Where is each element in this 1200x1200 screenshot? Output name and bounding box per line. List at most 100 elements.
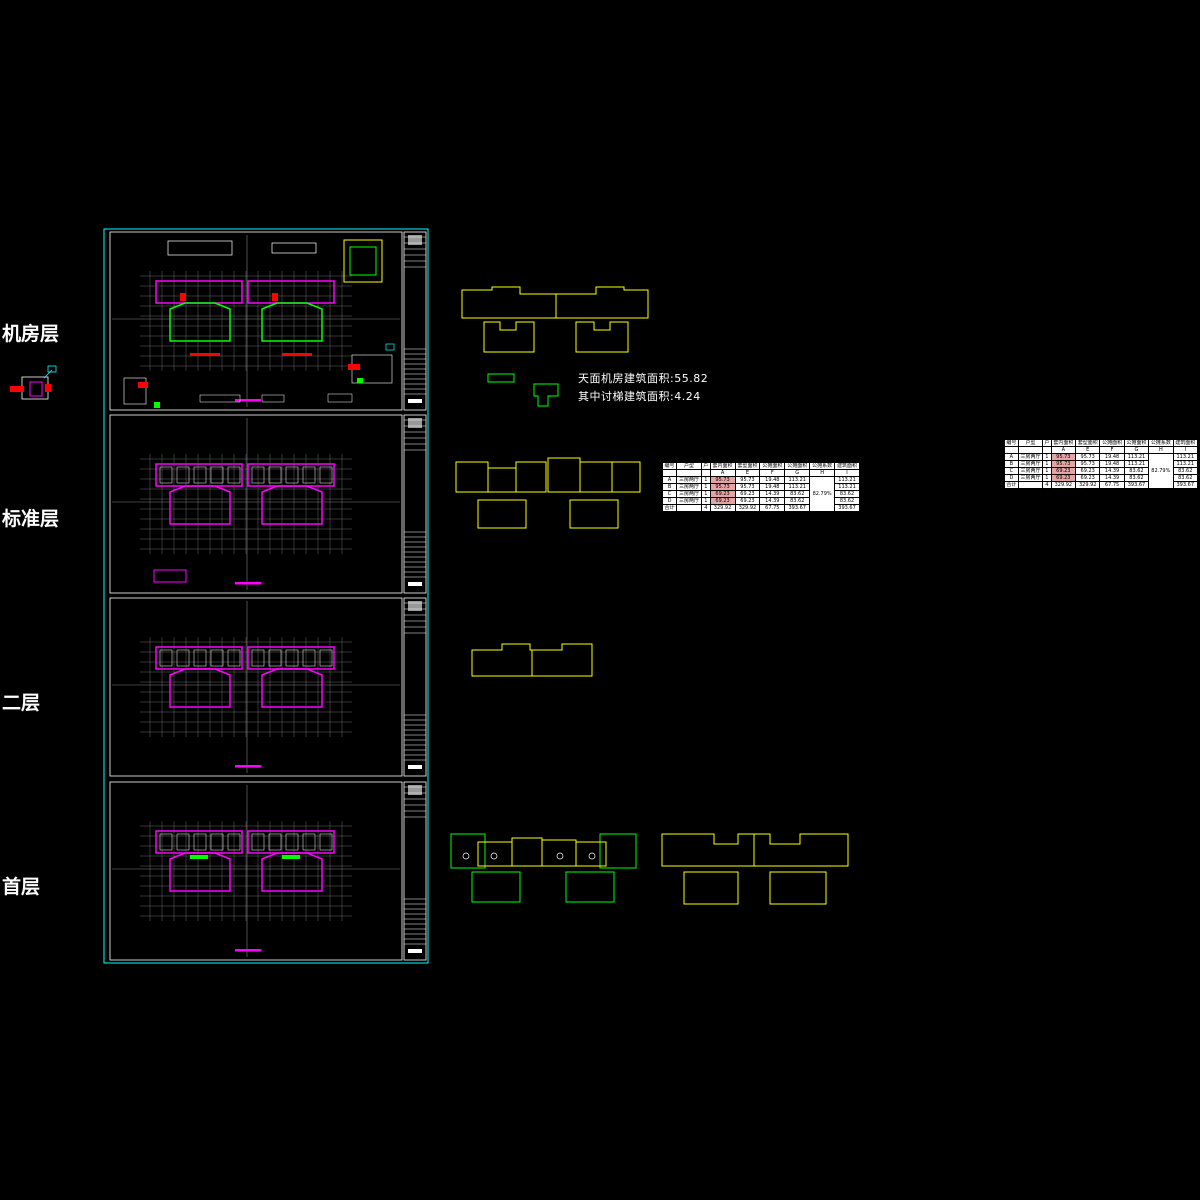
- table-header-cell: 公摊系数: [1148, 439, 1174, 447]
- table-subheader-cell: [700, 469, 711, 477]
- unit-plan: [155, 646, 243, 708]
- detail-cyan-tag: [385, 343, 395, 351]
- title-block: [403, 231, 427, 411]
- roof-area-value: 55.82: [674, 372, 709, 385]
- roof-lower-right: [575, 321, 629, 353]
- room-outline: [210, 466, 224, 484]
- roof-outline-left: [461, 286, 557, 319]
- table-cell: 83.62: [784, 490, 811, 498]
- table-cell: 三房两厅: [676, 476, 702, 484]
- stair-outline: [487, 373, 515, 383]
- room-outline: [159, 466, 173, 484]
- standard-detail: [153, 569, 187, 583]
- table-cell: [1017, 481, 1044, 489]
- table-cell: 83.62: [1172, 474, 1199, 482]
- table-cell: 83.62: [834, 497, 860, 505]
- detail-red-block: [138, 382, 148, 388]
- unit-plan: [155, 463, 243, 525]
- unit-wall: [247, 830, 335, 854]
- drawing-sheet: [109, 781, 427, 961]
- table-cell: 393.67: [1123, 481, 1150, 489]
- scale-bar: [235, 949, 261, 952]
- table-cell: C: [661, 490, 678, 498]
- table-cell: 393.67: [834, 504, 860, 512]
- table-subheader-cell: [676, 469, 702, 477]
- room-outline: [176, 649, 190, 667]
- table-cell: 113.21: [1172, 453, 1199, 461]
- ground-column-mark: [556, 852, 564, 860]
- table-subheader-cell: E: [734, 469, 761, 477]
- unit-wall: [247, 463, 335, 487]
- unit-plan: [247, 646, 335, 708]
- table-cell: 三房两厅: [1017, 460, 1044, 468]
- detail-box: [123, 377, 147, 405]
- room-outline: [193, 466, 207, 484]
- table-cell: 69.23: [709, 497, 736, 505]
- table-cell: B: [1004, 460, 1019, 468]
- scale-bar: [235, 399, 261, 402]
- table-cell: 69.23: [1050, 467, 1077, 475]
- table-cell: 113.21: [834, 483, 860, 491]
- table-cell: 69.23: [1050, 474, 1077, 482]
- unit-lower-wall: [261, 668, 323, 708]
- key-plan-frame: [343, 239, 383, 283]
- unit-wall: [155, 463, 243, 487]
- included-area-note: 其中讨梯建筑面积:4.24: [578, 388, 701, 404]
- ground-alt-outline-left: [661, 833, 755, 867]
- table-cell: 1: [700, 490, 711, 498]
- table-subheader-cell: [1004, 446, 1019, 454]
- table-header-cell: 套型面积: [1075, 439, 1101, 447]
- table-subheader-cell: H: [1148, 446, 1174, 454]
- floor-label-second: 二层: [2, 692, 41, 714]
- table-cell: 三房两厅: [676, 483, 702, 491]
- table-cell: 67.75: [759, 504, 786, 512]
- table-cell: 69.23: [709, 490, 736, 498]
- table-cell: 393.67: [784, 504, 811, 512]
- table-subheader-cell: F: [1099, 446, 1125, 454]
- room-outline: [302, 466, 316, 484]
- detail-green-block: [357, 378, 363, 383]
- table-cell: 95.73: [709, 483, 736, 491]
- standard-outline-lower: [477, 499, 619, 529]
- table-subheader-cell: I: [1172, 446, 1199, 454]
- table-header-cell: 套内面积: [1050, 439, 1077, 447]
- title-block-logo: [408, 418, 422, 428]
- table-cell: 19.48: [759, 476, 786, 484]
- table-header-row: 编号户型户套内面积套型面积公摊面积公摊面积公摊系数建筑面积: [1004, 439, 1199, 447]
- table-subheader-cell: H: [809, 469, 836, 477]
- table-cell: 1: [1042, 467, 1052, 475]
- merged-ratio-cell: 82.79%: [1148, 453, 1174, 489]
- table-cell: 95.73: [734, 483, 761, 491]
- drawing-sheet: [109, 231, 427, 411]
- room-outline: [210, 833, 224, 851]
- table-subheader-cell: [1017, 446, 1044, 454]
- table-cell: 329.92: [1075, 481, 1101, 489]
- table-cell: 1: [700, 497, 711, 505]
- room-outline: [193, 833, 207, 851]
- roof-area-label: 天面机房建筑面积:: [578, 372, 675, 385]
- table-cell: 329.92: [734, 504, 761, 512]
- detail-red-block: [348, 364, 360, 370]
- ground-alt-outline-lower: [683, 871, 827, 905]
- ground-column-mark: [462, 852, 470, 860]
- room-outline: [159, 649, 173, 667]
- table-cell: 95.73: [1050, 453, 1077, 461]
- table-cell: 4: [700, 504, 711, 512]
- room-outline: [251, 833, 265, 851]
- table-header-cell: 户: [700, 462, 711, 470]
- room-outline: [285, 833, 299, 851]
- floor-label-standard: 标准层: [2, 508, 60, 530]
- room-outline: [251, 649, 265, 667]
- title-block-logo: [408, 601, 422, 611]
- table-cell: 69.23: [1075, 467, 1101, 475]
- table-subheader-cell: G: [1123, 446, 1150, 454]
- table-cell: 14.39: [759, 490, 786, 498]
- table-cell: 67.75: [1099, 481, 1125, 489]
- table-header-cell: 公摊面积: [1123, 439, 1150, 447]
- table-cell: 69.23: [1075, 474, 1101, 482]
- included-area-value: 4.24: [674, 390, 701, 403]
- table-cell: 69.23: [734, 497, 761, 505]
